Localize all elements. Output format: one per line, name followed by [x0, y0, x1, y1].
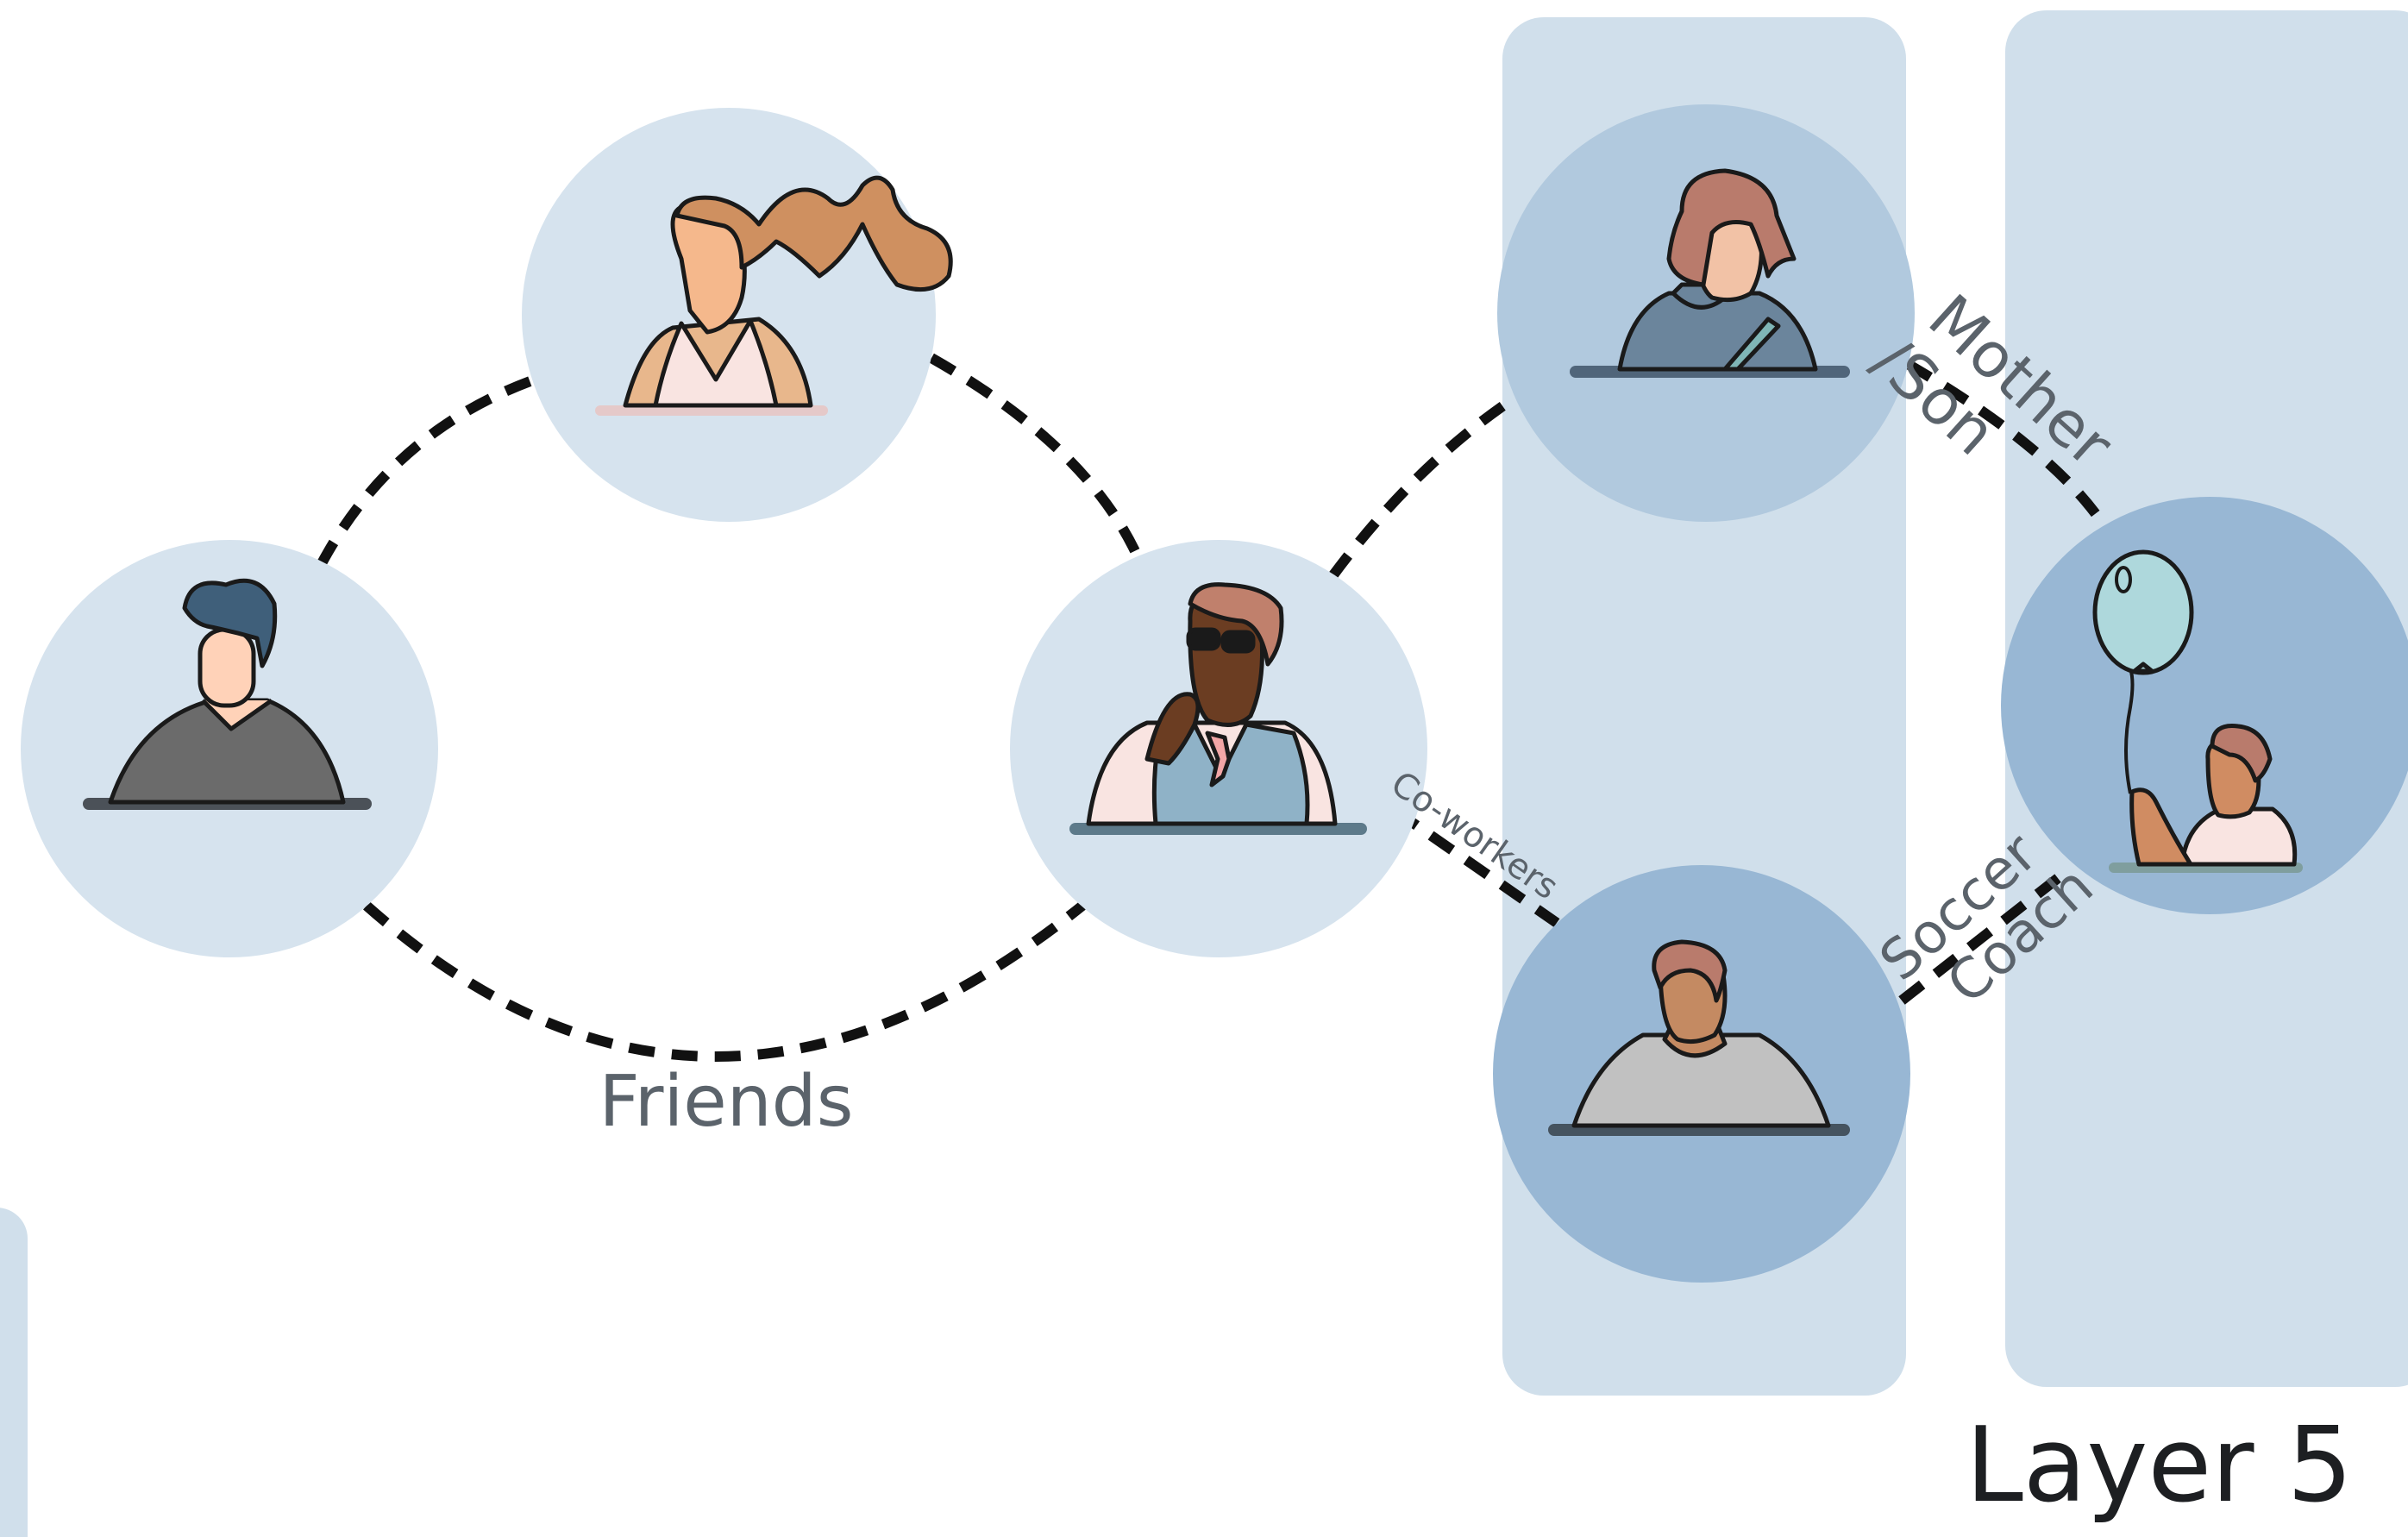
left-edge-panel: [0, 1208, 28, 1537]
connector-woman-to-glasses-man: [931, 358, 1140, 562]
person-mother: [1497, 104, 1915, 522]
person-woman-ponytail: [522, 108, 950, 522]
person-child-balloon: [2001, 497, 2408, 914]
connector-friends-arc: [367, 906, 1082, 1057]
person-man-glasses-vest: [1010, 540, 1427, 957]
person-man-gray-shirt: [21, 540, 438, 957]
connector-man-to-woman: [321, 380, 535, 565]
person-coach: [1493, 865, 1910, 1283]
layer-title: Layer 5: [1966, 1406, 2353, 1526]
connector-glasses-man-to-mother: [1333, 398, 1514, 576]
friends-label: Friends: [599, 1061, 854, 1143]
